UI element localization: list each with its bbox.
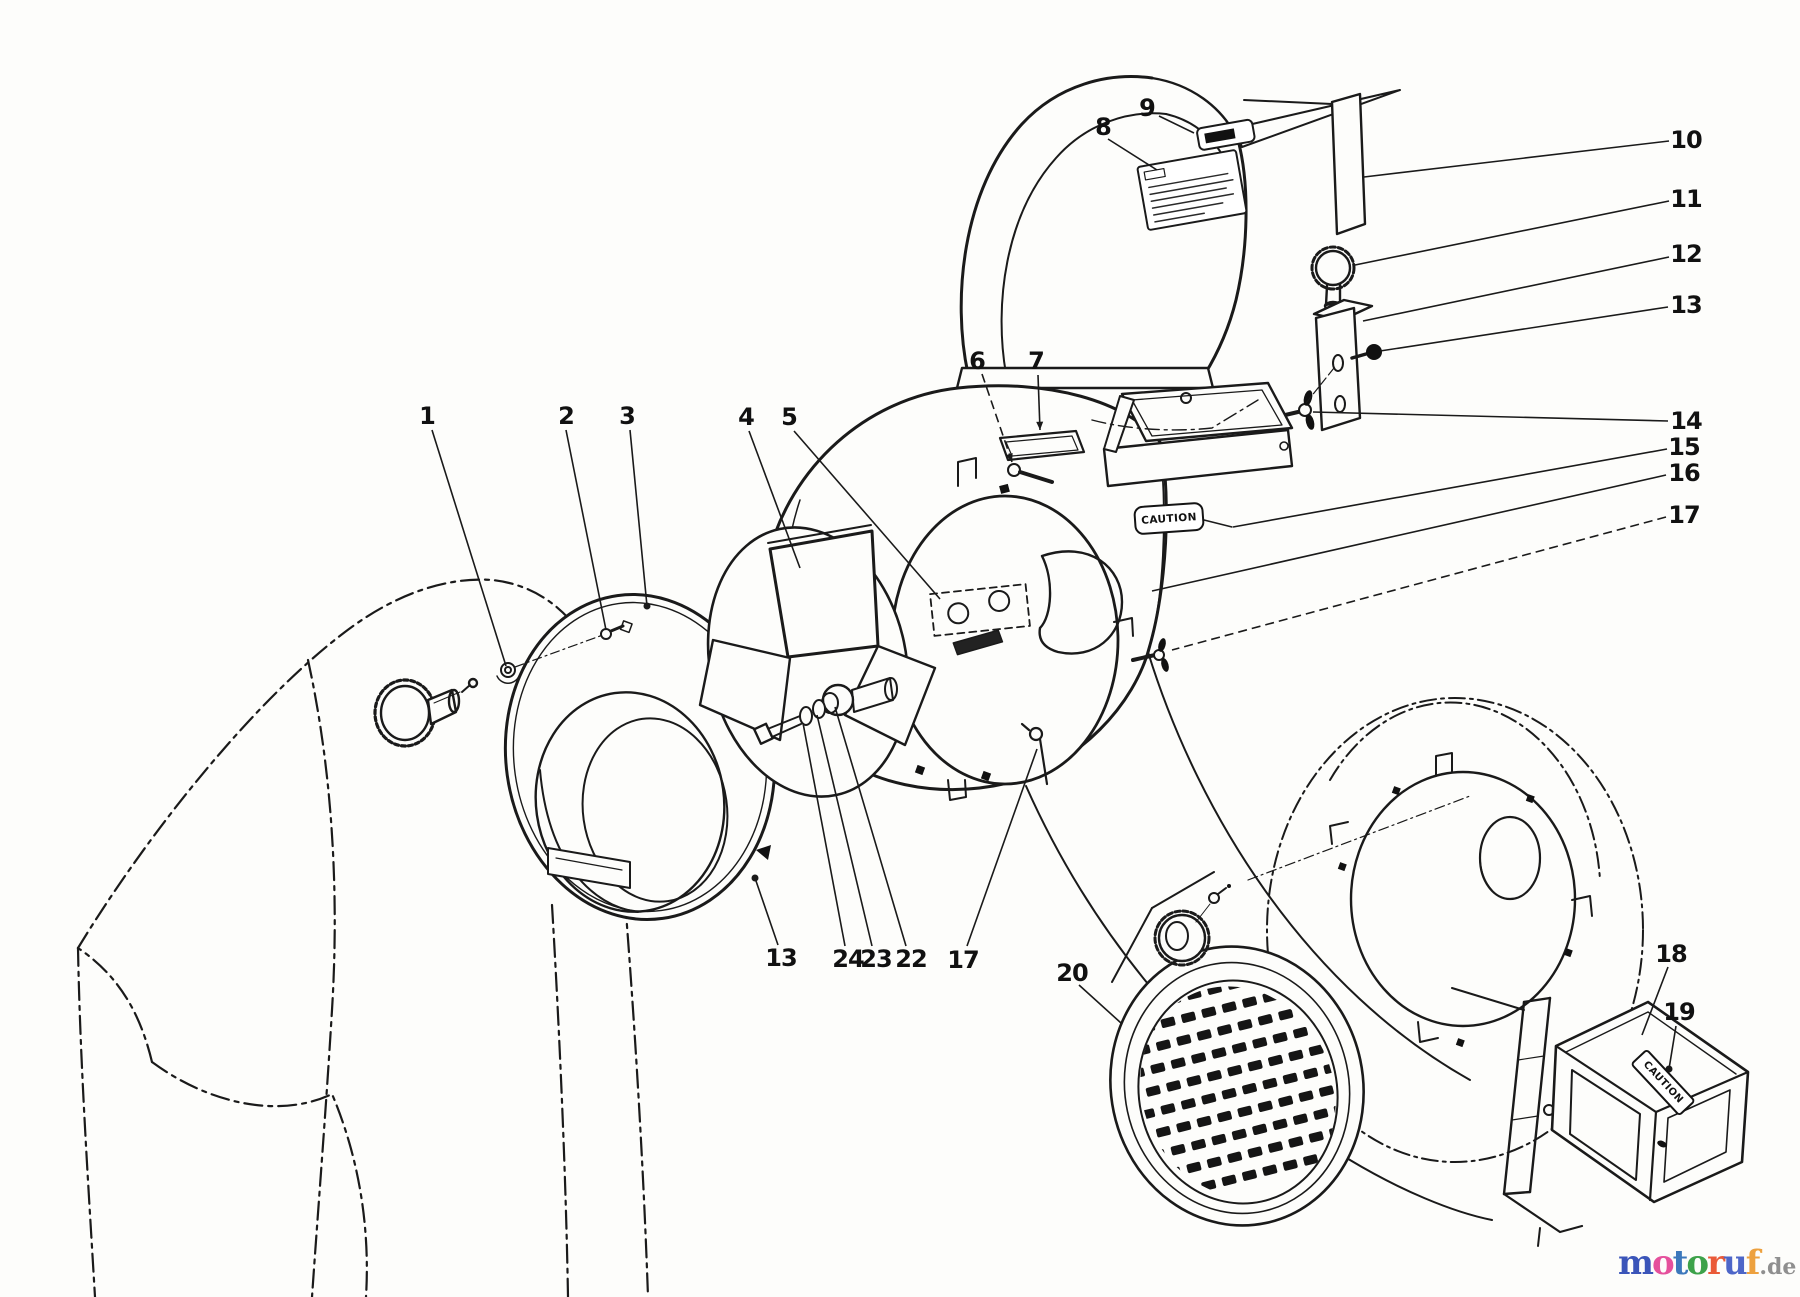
tractor-phantom-outline xyxy=(76,578,650,1297)
hidden-wear-plate xyxy=(929,583,1031,656)
callout-6: 6 xyxy=(969,347,986,375)
impeller-vane-left xyxy=(698,638,792,742)
callout-22: 22 xyxy=(895,945,927,973)
washer xyxy=(812,699,826,719)
housing-top-bolt xyxy=(1007,463,1054,484)
callout-5: 5 xyxy=(781,403,798,431)
deflector-box xyxy=(1550,1000,1750,1204)
watermark-letter: f xyxy=(1745,1243,1761,1283)
callout-16: 16 xyxy=(1668,459,1700,487)
grille-face xyxy=(1137,979,1339,1205)
callout-15: 15 xyxy=(1668,433,1700,461)
callout-8: 8 xyxy=(1095,113,1112,141)
callout-13b: 13 xyxy=(765,944,797,972)
plate-foot xyxy=(547,847,631,889)
watermark-letter: u xyxy=(1723,1243,1748,1283)
housing-opening xyxy=(1038,550,1124,655)
callout-20: 20 xyxy=(1056,959,1088,987)
callout-17: 17 xyxy=(1668,501,1700,529)
callout-4: 4 xyxy=(738,403,755,431)
lock-pin-right xyxy=(1131,638,1169,672)
housing-caution-decal: CAUTION xyxy=(1133,501,1205,536)
grille-cover xyxy=(1105,871,1371,1227)
callout-7: 7 xyxy=(1028,347,1045,375)
lock-pin-bottom xyxy=(1020,722,1049,786)
watermark-letter: o xyxy=(1686,1243,1709,1283)
callout-3: 3 xyxy=(619,402,636,430)
housing-front-face xyxy=(890,494,1120,786)
callout-19: 19 xyxy=(1663,998,1695,1026)
spec-decal xyxy=(1136,149,1248,231)
callout-10: 10 xyxy=(1670,126,1702,154)
callout-14: 14 xyxy=(1670,407,1702,435)
callout-17b: 17 xyxy=(947,946,979,974)
watermark-word: motoruf xyxy=(1618,1243,1761,1283)
callout-12: 12 xyxy=(1670,240,1702,268)
callout-13: 13 xyxy=(1670,291,1702,319)
hopper-box xyxy=(1102,381,1294,488)
rear-housing-phantom xyxy=(1266,697,1644,1163)
impeller-vane-top xyxy=(768,529,880,659)
callout-11: 11 xyxy=(1670,185,1702,213)
watermark-letter: m xyxy=(1618,1243,1654,1283)
deflector-opening xyxy=(1569,1069,1641,1181)
callout-24: 24 xyxy=(832,945,864,973)
flange-nut xyxy=(496,662,520,684)
callout-9: 9 xyxy=(1139,94,1156,122)
mount-bracket xyxy=(1312,298,1374,432)
callout-18: 18 xyxy=(1655,940,1687,968)
callout-23: 23 xyxy=(860,945,892,973)
chute-knob xyxy=(1310,245,1356,357)
tractor-pto-ring xyxy=(373,677,479,748)
grille-knob xyxy=(1153,884,1231,967)
chute-fin xyxy=(1330,92,1367,236)
watermark-motoruf-logo: motoruf.de xyxy=(1618,1246,1796,1280)
brand-decal xyxy=(1196,118,1256,151)
watermark-letter: r xyxy=(1707,1243,1725,1283)
motor-mount-plate xyxy=(1247,752,1593,1048)
callout-1: 1 xyxy=(419,402,436,430)
impeller-bolt xyxy=(752,715,802,745)
washer xyxy=(799,706,813,726)
watermark-letter: t xyxy=(1672,1243,1689,1283)
bracket-bolt xyxy=(1350,344,1382,360)
callout-2: 2 xyxy=(558,402,575,430)
watermark-suffix: .de xyxy=(1759,1254,1797,1280)
watermark-letter: o xyxy=(1651,1243,1675,1283)
